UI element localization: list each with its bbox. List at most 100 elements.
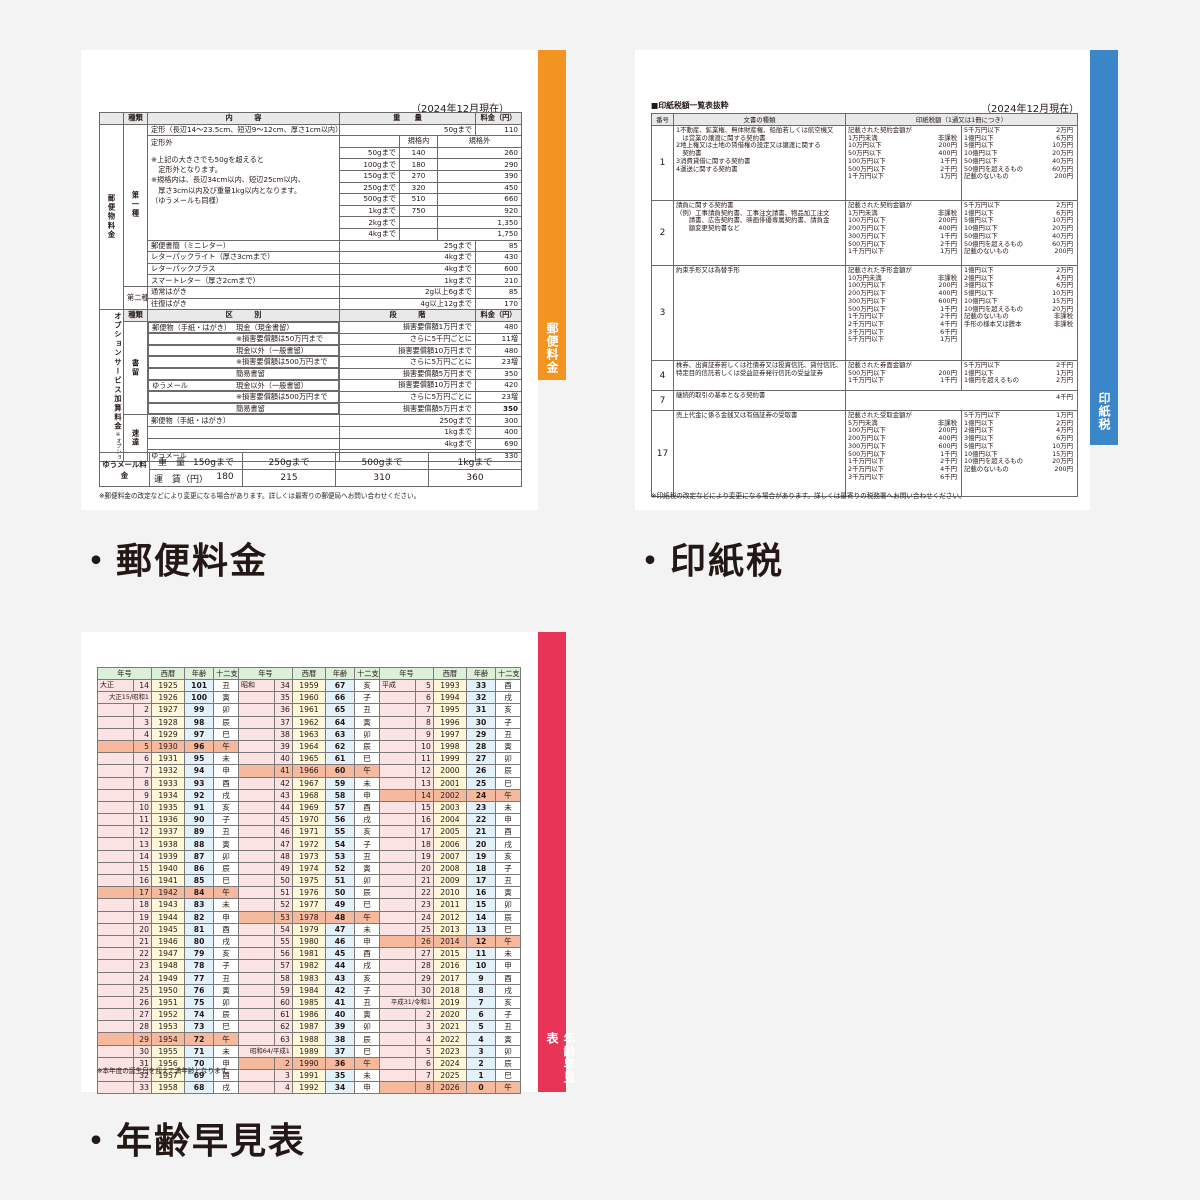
stamp-tax-value: 20万円 bbox=[1052, 304, 1073, 313]
era-name bbox=[237, 849, 276, 863]
kakitome-item-kind: ※損害要償額は500万円まで bbox=[148, 356, 339, 369]
era-year: 19 bbox=[415, 849, 434, 863]
stamp-tax-amount: 50億円以下 bbox=[964, 156, 998, 165]
era-year: 47 bbox=[274, 837, 293, 851]
era-name bbox=[378, 959, 417, 973]
western-year: 2006 bbox=[432, 837, 468, 851]
zodiac: 卯 bbox=[495, 1044, 521, 1058]
era-name bbox=[237, 1020, 276, 1034]
age-value: 76 bbox=[184, 983, 215, 997]
stamp-tax-amount: 記載のないもの bbox=[964, 312, 1009, 321]
western-year: 2009 bbox=[432, 873, 468, 888]
era-name bbox=[237, 898, 276, 912]
era-name bbox=[237, 1008, 276, 1022]
stamp-tax-amount: 手形の様本又は謄本 bbox=[964, 319, 1022, 328]
western-year: 2008 bbox=[432, 861, 468, 876]
zodiac: 未 bbox=[495, 947, 521, 961]
teikeigai-weight: 4kgまで bbox=[339, 227, 400, 241]
stamp-tax-value: 60万円 bbox=[1052, 239, 1073, 248]
era-year: 16 bbox=[415, 813, 434, 827]
zodiac: 丑 bbox=[354, 849, 380, 863]
zodiac: 亥 bbox=[495, 995, 521, 1010]
teikeigai-fee-out: 1,750 bbox=[437, 227, 522, 241]
era-name bbox=[96, 1020, 135, 1034]
option-header-fee: 料金（円） bbox=[475, 309, 522, 322]
kakitome-kind: 現金以外（一般書留） bbox=[236, 380, 308, 390]
stamp-tax-amount: 10億円以下 bbox=[964, 224, 998, 233]
era-name bbox=[378, 1020, 417, 1034]
stamp-doc-line: 額変更契約書など bbox=[676, 224, 740, 233]
western-year: 1937 bbox=[150, 825, 186, 839]
teikeigai-note-line: ※上記の大きさでも50gを超えると bbox=[151, 154, 264, 164]
teikeigai-fee-in: 270 bbox=[399, 169, 438, 183]
western-year: 2015 bbox=[432, 947, 468, 961]
stamp-doc-line: 継続的取引の基本となる契約書 bbox=[676, 391, 766, 399]
western-year: 2019 bbox=[432, 995, 468, 1010]
stamp-tax-amount: 5千万円以下 bbox=[964, 126, 1001, 134]
western-year: 1965 bbox=[291, 752, 327, 766]
stamp-tax-value: 40万円 bbox=[1052, 156, 1073, 165]
era-year: 52 bbox=[274, 898, 293, 912]
stamp-tax-value: 2千円 bbox=[940, 457, 957, 466]
stamp-tax-value: 6万円 bbox=[1056, 281, 1073, 290]
stamp-tab[interactable]: 印紙税 bbox=[1090, 50, 1118, 445]
western-year: 1972 bbox=[291, 837, 327, 851]
stamp-header-doc: 文書の種類 bbox=[673, 113, 846, 126]
age-value: 78 bbox=[184, 959, 215, 973]
stamp-tax-amount: 1億円以下 bbox=[964, 368, 994, 377]
era-year: 26 bbox=[133, 995, 152, 1010]
age-value: 84 bbox=[184, 886, 215, 900]
stamp-tax-amount: 記載された契約金額が bbox=[848, 126, 912, 134]
option-header-category: 区 別 bbox=[147, 309, 340, 322]
era-year: 30 bbox=[133, 1044, 152, 1058]
stamp-tax-value: 1万円 bbox=[1056, 411, 1073, 419]
age-value: 25 bbox=[466, 776, 497, 790]
western-year: 1945 bbox=[150, 922, 186, 936]
stamp-tax-value: 1千円 bbox=[940, 304, 957, 313]
age-tab[interactable]: 年齢早見表 bbox=[538, 632, 576, 1092]
postage-tab[interactable]: 郵便料金 bbox=[538, 50, 566, 380]
stamp-tax-value: 6千円 bbox=[940, 327, 957, 336]
era-year: 5 bbox=[133, 739, 152, 754]
option-side-note: ※オプションサービスを利用する場合、重量等に応じた料金とオプションサービスの料金… bbox=[115, 432, 121, 461]
age-value: 68 bbox=[184, 1081, 215, 1095]
era-year: 2 bbox=[274, 1056, 293, 1071]
era-year: 17 bbox=[415, 825, 434, 839]
western-year: 1929 bbox=[150, 727, 186, 741]
era-name: 大正 bbox=[96, 678, 135, 693]
era-year: 29 bbox=[133, 1032, 152, 1046]
era-year: 50 bbox=[274, 873, 293, 888]
era-name bbox=[378, 825, 417, 839]
era-name bbox=[378, 934, 417, 949]
yumail-weight-label: 重 量 bbox=[158, 457, 186, 468]
era-year: 32 bbox=[133, 1068, 152, 1083]
era-name: 昭和64/平成1 bbox=[237, 1044, 293, 1058]
era-name bbox=[96, 849, 135, 863]
western-year: 1955 bbox=[150, 1044, 186, 1058]
stamp-tax-line: 記載された受取金額が bbox=[848, 411, 959, 420]
era-name bbox=[237, 1056, 276, 1071]
era-name bbox=[378, 910, 417, 924]
sokutatsu-item bbox=[147, 426, 340, 439]
era-name bbox=[378, 727, 417, 741]
age-value: 50 bbox=[325, 886, 356, 900]
stamp-tax-amount: 1億円以下 bbox=[964, 208, 994, 217]
western-year: 1942 bbox=[150, 886, 186, 900]
western-year: 1959 bbox=[291, 678, 327, 693]
era-year: 28 bbox=[133, 1020, 152, 1034]
teikeigai-fee-in: 140 bbox=[399, 146, 438, 160]
